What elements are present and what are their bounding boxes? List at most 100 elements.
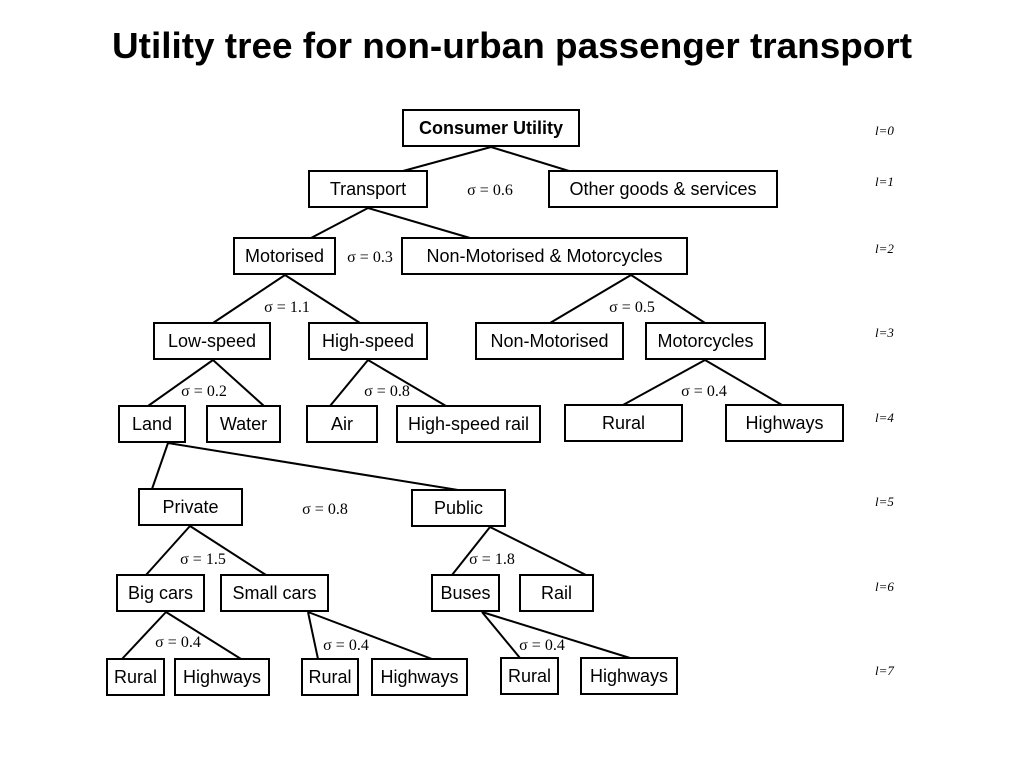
edge-big-cars-rural xyxy=(121,611,167,660)
slide-title: Utility tree for non-urban passenger tra… xyxy=(112,25,912,66)
edge-small-cars-highways xyxy=(307,611,433,660)
edge-big-cars-highways xyxy=(165,611,242,660)
level-label-7: l=7 xyxy=(875,663,894,678)
node-box xyxy=(725,404,844,442)
node-high-speed: High-speed xyxy=(308,322,428,360)
node-label: Rail xyxy=(541,583,572,603)
level-label-5: l=5 xyxy=(875,494,894,509)
sigma-public: σ = 1.8 xyxy=(469,551,515,568)
edge-transport-non-motorised-motorcycles xyxy=(367,207,471,239)
node-air: Air xyxy=(306,405,378,443)
sigma-big-cars: σ = 0.4 xyxy=(155,634,201,651)
node-small-cars-rural: Rural xyxy=(301,658,359,696)
node-consumer-utility: Consumer Utility xyxy=(402,109,580,147)
node-label: Highways xyxy=(183,667,261,687)
node-buses-rural: Rural xyxy=(500,657,559,695)
edge-low-speed-land xyxy=(147,359,214,407)
sigma-buses: σ = 0.4 xyxy=(519,637,565,654)
node-box xyxy=(301,658,359,696)
node-low-speed: Low-speed xyxy=(153,322,271,360)
edge-public-buses xyxy=(451,526,491,576)
edge-motorised-low-speed xyxy=(212,274,286,324)
node-box xyxy=(431,574,500,612)
node-label: Rural xyxy=(114,667,157,687)
node-big-cars: Big cars xyxy=(116,574,205,612)
node-private: Private xyxy=(138,488,243,526)
node-box xyxy=(475,322,624,360)
node-box xyxy=(564,404,683,442)
node-label: Motorcycles xyxy=(657,331,753,351)
edge-buses-rural xyxy=(481,611,521,659)
node-label: Non-Motorised xyxy=(490,331,608,351)
sigma-motorised-nonmotorised: σ = 0.3 xyxy=(347,249,393,266)
node-label: Highways xyxy=(745,413,823,433)
node-box xyxy=(396,405,541,443)
edge-high-speed-air xyxy=(329,359,369,407)
sigma-high-speed: σ = 0.8 xyxy=(364,383,410,400)
node-transport: Transport xyxy=(308,170,428,208)
node-box xyxy=(308,170,428,208)
node-big-cars-highways: Highways xyxy=(174,658,270,696)
node-label: Small cars xyxy=(232,583,316,603)
node-box xyxy=(106,658,165,696)
node-non-motorised: Non-Motorised xyxy=(475,322,624,360)
level-label-3: l=3 xyxy=(875,325,894,340)
node-public: Public xyxy=(411,489,506,527)
node-land: Land xyxy=(118,405,186,443)
edge-consumer-utility-transport xyxy=(402,146,492,172)
node-buses: Buses xyxy=(431,574,500,612)
level-label-4: l=4 xyxy=(875,410,894,425)
node-label: Low-speed xyxy=(168,331,256,351)
sigma-low-speed: σ = 0.2 xyxy=(181,383,227,400)
node-label: Motorised xyxy=(245,246,324,266)
edge-consumer-utility-other-goods xyxy=(490,146,570,172)
node-box xyxy=(500,657,559,695)
node-label: Rural xyxy=(308,667,351,687)
tree-edges xyxy=(121,146,783,660)
node-label: Non-Motorised & Motorcycles xyxy=(426,246,662,266)
edge-nmm-non-motorised xyxy=(549,274,632,324)
sigma-private-public: σ = 0.8 xyxy=(302,501,348,518)
node-label: Public xyxy=(434,498,483,518)
node-box xyxy=(402,109,580,147)
sigma-motorised: σ = 1.1 xyxy=(264,299,310,316)
edge-land-private xyxy=(151,442,169,490)
level-label-6: l=6 xyxy=(875,579,894,594)
edge-motorcycles-rural xyxy=(622,359,706,406)
sigma-motorcycles: σ = 0.4 xyxy=(681,383,727,400)
node-non-motorised-motorcycles: Non-Motorised & Motorcycles xyxy=(401,237,688,275)
node-motorcycles-highways: Highways xyxy=(725,404,844,442)
node-box xyxy=(519,574,594,612)
node-motorcycles-rural: Rural xyxy=(564,404,683,442)
node-box xyxy=(306,405,378,443)
level-label-2: l=2 xyxy=(875,241,894,256)
node-label: Water xyxy=(220,414,267,434)
node-small-cars-highways: Highways xyxy=(371,658,468,696)
node-box xyxy=(153,322,271,360)
edge-motorised-high-speed xyxy=(284,274,361,324)
node-box xyxy=(206,405,281,443)
sigma-transport-other: σ = 0.6 xyxy=(467,182,513,199)
node-label: Highways xyxy=(380,667,458,687)
edge-nmm-motorcycles xyxy=(630,274,706,324)
node-label: Big cars xyxy=(128,583,193,603)
node-high-speed-rail: High-speed rail xyxy=(396,405,541,443)
node-other-goods-services: Other goods & services xyxy=(548,170,778,208)
node-box xyxy=(580,657,678,695)
node-label: High-speed rail xyxy=(408,414,529,434)
sigma-labels: σ = 0.6 σ = 0.3 σ = 1.1 σ = 0.5 σ = 0.2 … xyxy=(155,182,727,654)
node-label: Rural xyxy=(602,413,645,433)
node-label: Air xyxy=(331,414,353,434)
level-label-0: l=0 xyxy=(875,123,894,138)
node-box xyxy=(645,322,766,360)
node-label: Buses xyxy=(440,583,490,603)
node-label: Transport xyxy=(330,179,406,199)
node-box xyxy=(138,488,243,526)
edge-private-big-cars xyxy=(145,525,191,576)
node-label: Rural xyxy=(508,666,551,686)
edge-land-public xyxy=(167,442,459,491)
edge-small-cars-rural xyxy=(307,611,319,660)
node-big-cars-rural: Rural xyxy=(106,658,165,696)
level-labels: l=0 l=1 l=2 l=3 l=4 l=5 l=6 l=7 xyxy=(875,123,894,678)
